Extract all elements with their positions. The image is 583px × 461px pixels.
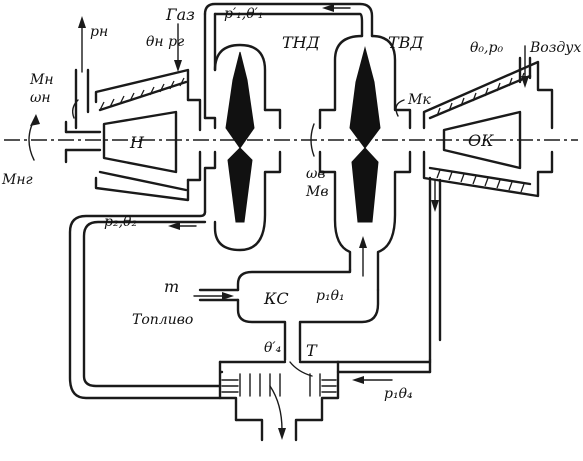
label-p1-theta1-top: p′₁,θ′₁: [224, 6, 263, 22]
label-M-n: Mн: [29, 72, 54, 88]
label-p1-theta4: p₁θ₄: [384, 386, 413, 402]
labels: pн Газ θн pг p′₁,θ′₁ ТНД ТВД θ₀,p₀ Возду…: [1, 5, 581, 402]
label-air: Воздух: [529, 40, 581, 56]
return-duct: [68, 210, 222, 400]
label-tnd: ТНД: [282, 33, 321, 52]
compressor-ok: [422, 56, 554, 362]
label-M-ng: Mнг: [1, 172, 33, 188]
label-theta-n-p-g: θн pг: [146, 34, 184, 50]
label-omega-n: ωн: [30, 90, 51, 106]
label-p-n: pн: [90, 24, 108, 40]
label-OK: ОК: [468, 131, 494, 150]
label-p2-theta2: p₂,θ₂: [104, 214, 137, 230]
label-omega-g: ωв: [306, 166, 326, 182]
combustion-chamber: [198, 268, 380, 362]
heat-exchanger-t: [218, 358, 432, 442]
turbine-tnd: [203, 2, 374, 252]
label-M-g: Mв: [305, 184, 328, 200]
label-theta4-prime: θ′₄: [264, 340, 282, 356]
label-N: Н: [129, 133, 145, 152]
label-theta0-p0: θ₀,p₀: [470, 40, 503, 56]
label-m: m: [164, 277, 179, 296]
label-fuel: Топливо: [132, 312, 193, 328]
turbine-tvd: [318, 34, 412, 292]
label-tvd: ТВД: [388, 33, 424, 52]
label-KS: КС: [263, 289, 289, 308]
label-M-k: Mк: [407, 92, 431, 108]
flow-arrows: [28, 4, 529, 440]
label-gas: Газ: [165, 5, 195, 24]
pump-h: [64, 68, 202, 202]
label-T: Т: [306, 341, 318, 360]
label-p1-theta1: p₁θ₁: [316, 288, 345, 304]
